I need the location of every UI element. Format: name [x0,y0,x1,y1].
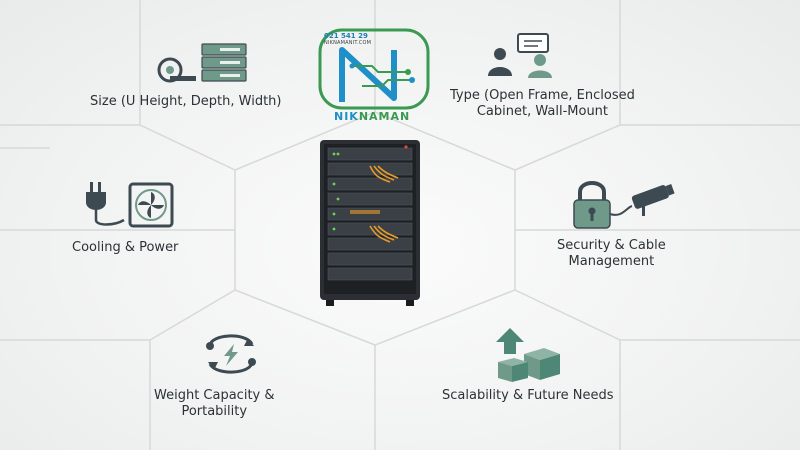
factor-security-line1: Security & Cable [557,238,666,253]
factor-type-line1: Type (Open Frame, Enclosed [450,88,635,103]
factor-size-label: Size (U Height, Depth, Width) [90,94,282,109]
logo-name: NIKNAMAN [334,110,410,123]
logo-graphic [318,28,430,110]
two-people-chat-icon [488,33,552,78]
rotation-cycle-icon [206,334,256,374]
factor-weight-line1: Weight Capacity & [154,388,275,403]
logo-name-part2: NAMAN [358,110,411,123]
plug-and-fan-icon [86,182,174,228]
factor-security-label: Security & Cable Management [557,238,666,270]
factor-scalability-label: Scalability & Future Needs [442,388,614,403]
factor-weight-label: Weight Capacity & Portability [154,388,275,420]
stacked-boxes-arrow-icon [496,328,560,382]
server-rack-illustration [320,140,420,306]
logo-name-part1: NIK [334,110,359,123]
padlock-and-camera-icon [573,181,675,229]
factor-type-line2: Cabinet, Wall-Mount [476,104,609,119]
ruler-and-server-stack-icon [157,43,247,83]
factor-type-label: Type (Open Frame, Enclosed Cabinet, Wall… [450,88,635,120]
logo-phone: 021 541 29 [324,32,368,40]
factor-weight-line2: Portability [181,404,248,419]
factor-security-line2: Management [568,254,655,269]
logo-site: NIKNAMANIT.COM [324,40,372,46]
niknaman-logo: 021 541 29 NIKNAMANIT.COM NIKNAMAN [312,26,442,126]
factor-cooling-label: Cooling & Power [72,240,179,255]
